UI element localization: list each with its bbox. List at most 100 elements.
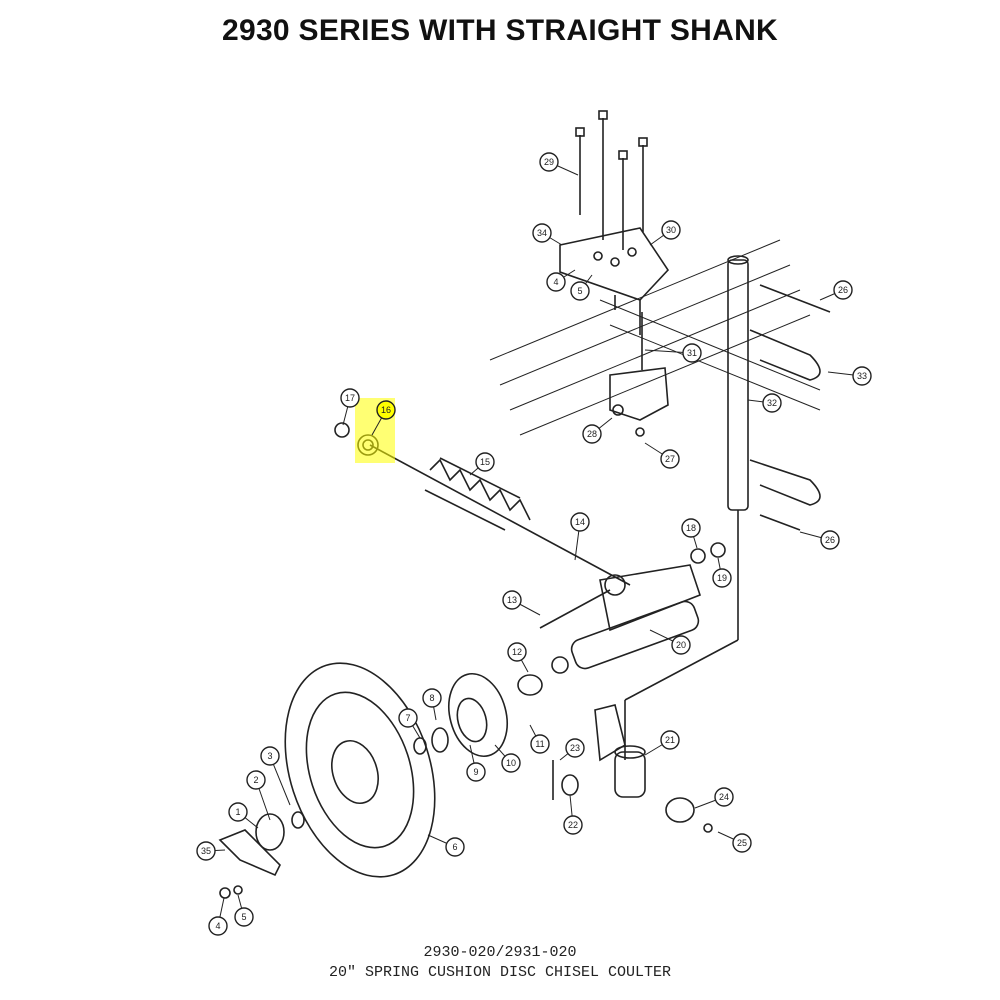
callout-bubble bbox=[570, 512, 590, 532]
callout-label: 7 bbox=[405, 713, 410, 723]
callout-bubble bbox=[530, 734, 550, 754]
callout-label: 4 bbox=[553, 277, 558, 287]
callout-2: 2 bbox=[246, 770, 271, 821]
diagram-title: 2930 SERIES WITH STRAIGHT SHANK bbox=[221, 14, 779, 47]
callout-10: 10 bbox=[494, 744, 521, 773]
callout-label: 2 bbox=[253, 775, 258, 785]
callout-label: 1 bbox=[235, 807, 240, 817]
callout-30: 30 bbox=[649, 220, 681, 246]
callout-label: 28 bbox=[587, 429, 597, 439]
callout-bubble bbox=[820, 530, 840, 550]
callout-bubble bbox=[682, 343, 702, 363]
collar bbox=[665, 797, 713, 833]
callout-bubble bbox=[445, 837, 465, 857]
callout-24: 24 bbox=[694, 787, 734, 809]
lower-bracket bbox=[609, 312, 669, 437]
callout-bubble bbox=[565, 738, 585, 758]
callout-5: 5 bbox=[570, 274, 593, 301]
callout-bubble bbox=[661, 220, 681, 240]
callout-bubble bbox=[660, 730, 680, 750]
callout-4: 4 bbox=[208, 897, 228, 936]
callout-bubble bbox=[246, 770, 266, 790]
callout-label: 14 bbox=[575, 517, 585, 527]
callout-label: 31 bbox=[687, 348, 697, 358]
callout-17: 17 bbox=[340, 388, 360, 426]
callout-label: 6 bbox=[452, 842, 457, 852]
callout-label: 26 bbox=[825, 535, 835, 545]
callout-bubble bbox=[234, 907, 254, 927]
callout-bubble bbox=[712, 568, 732, 588]
callout-label: 23 bbox=[570, 743, 580, 753]
callout-bubble bbox=[714, 787, 734, 807]
callout-bubble bbox=[340, 388, 360, 408]
callout-label: 29 bbox=[544, 157, 554, 167]
u-bolts bbox=[749, 284, 831, 531]
callout-25: 25 bbox=[717, 831, 752, 853]
callout-label: 33 bbox=[857, 371, 867, 381]
callout-bubble bbox=[475, 452, 495, 472]
callout-22: 22 bbox=[563, 794, 583, 835]
callout-label: 8 bbox=[429, 693, 434, 703]
callout-bubble bbox=[422, 688, 442, 708]
callout-20: 20 bbox=[649, 629, 691, 655]
callout-bubble bbox=[398, 708, 418, 728]
callout-label: 3 bbox=[267, 751, 272, 761]
mounting-bolts bbox=[575, 110, 648, 250]
callout-32: 32 bbox=[747, 393, 782, 413]
callout-bubble bbox=[208, 916, 228, 936]
callout-bubble bbox=[570, 281, 590, 301]
callout-23: 23 bbox=[559, 738, 585, 761]
callout-6: 6 bbox=[427, 834, 465, 857]
callout-label: 34 bbox=[537, 228, 547, 238]
callout-27: 27 bbox=[644, 442, 680, 469]
callout-label: 11 bbox=[535, 739, 544, 749]
callout-bubble bbox=[376, 400, 396, 420]
vertical-shank bbox=[624, 255, 749, 760]
nuts-18-19 bbox=[690, 542, 726, 564]
coulter-arm bbox=[539, 564, 701, 674]
callout-bubble bbox=[532, 223, 552, 243]
callout-label: 18 bbox=[686, 523, 696, 533]
callout-bubble bbox=[660, 449, 680, 469]
callout-bubble bbox=[681, 518, 701, 538]
callout-label: 12 bbox=[512, 647, 522, 657]
callout-1: 1 bbox=[228, 802, 259, 829]
callout-label: 24 bbox=[719, 792, 729, 802]
callout-8: 8 bbox=[422, 688, 442, 721]
callout-bubble bbox=[582, 424, 602, 444]
callout-bubble bbox=[196, 841, 216, 861]
callout-11: 11 bbox=[529, 724, 550, 754]
callout-label: 13 bbox=[507, 595, 517, 605]
callout-label: 27 bbox=[665, 454, 675, 464]
callout-label: 19 bbox=[717, 573, 727, 583]
dust-cap bbox=[255, 811, 305, 851]
callout-label: 20 bbox=[676, 640, 686, 650]
callout-bubble bbox=[228, 802, 248, 822]
callout-label: 5 bbox=[241, 912, 246, 922]
top-mounting-plate bbox=[559, 227, 670, 335]
callout-label: 30 bbox=[666, 225, 676, 235]
callout-label: 10 bbox=[506, 758, 516, 768]
drawing-number: 2930-020/2931-020 bbox=[423, 944, 577, 961]
callout-bubble bbox=[852, 366, 872, 386]
callout-label: 9 bbox=[473, 767, 478, 777]
callout-34: 34 bbox=[532, 223, 563, 246]
callout-label: 22 bbox=[568, 820, 578, 830]
callout-15: 15 bbox=[469, 452, 495, 476]
callout-label: 21 bbox=[665, 735, 675, 745]
coulter-disc bbox=[284, 662, 436, 878]
callout-35: 35 bbox=[196, 841, 226, 861]
callout-21: 21 bbox=[644, 730, 680, 756]
callout-13: 13 bbox=[502, 590, 541, 616]
callout-5: 5 bbox=[234, 894, 254, 927]
callout-bubble bbox=[260, 746, 280, 766]
callout-label: 5 bbox=[577, 286, 582, 296]
callout-label: 35 bbox=[201, 846, 211, 856]
callout-28: 28 bbox=[582, 417, 613, 444]
callout-9: 9 bbox=[466, 744, 486, 782]
callout-bubble bbox=[546, 272, 566, 292]
callout-label: 25 bbox=[737, 838, 747, 848]
callout-label: 17 bbox=[345, 393, 355, 403]
callout-bubble bbox=[539, 152, 559, 172]
